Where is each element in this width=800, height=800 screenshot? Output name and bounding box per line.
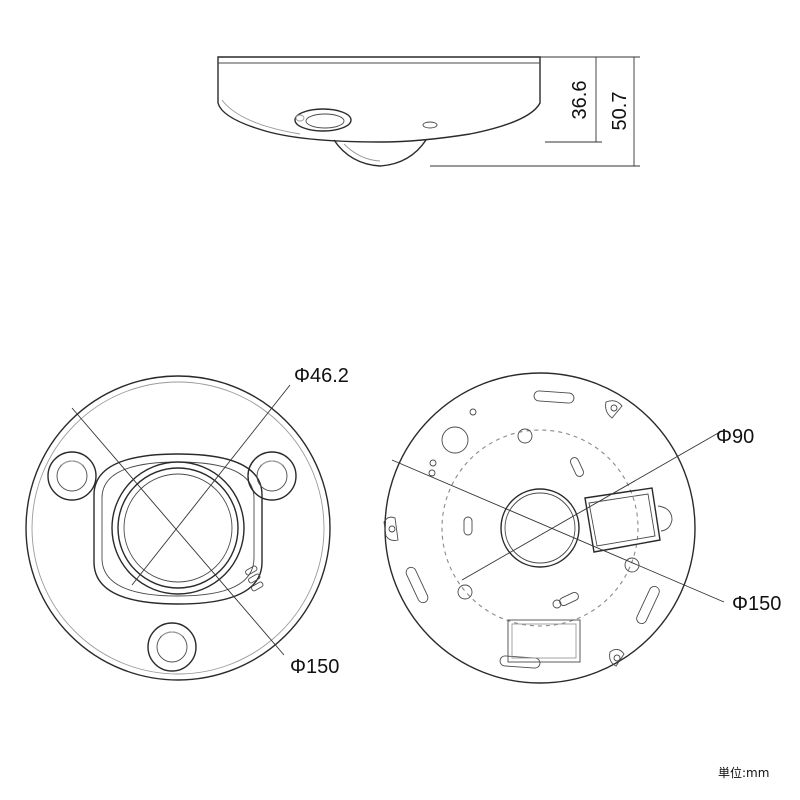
leader-line-lens bbox=[131, 384, 291, 586]
indicator-slots bbox=[245, 565, 264, 592]
unit-label: 単位:mm bbox=[718, 765, 769, 780]
leader-line-inner bbox=[461, 431, 721, 581]
side-view: 36.6 50.7 bbox=[217, 56, 640, 167]
screw-boss-bottom bbox=[147, 622, 197, 672]
dimension-height-body: 36.6 bbox=[569, 81, 591, 120]
dimension-back-inner-diameter: Φ90 bbox=[716, 426, 754, 448]
back-view: Φ90 Φ150 bbox=[383, 372, 781, 684]
front-view: Φ46.2 Φ150 bbox=[25, 365, 349, 681]
screw-boss-left bbox=[47, 451, 97, 501]
height-dimension-lines bbox=[430, 56, 640, 167]
leader-line-outer bbox=[71, 407, 285, 656]
screw-boss-right bbox=[247, 451, 297, 501]
connector-box bbox=[584, 487, 673, 553]
dimension-back-outer-diameter: Φ150 bbox=[732, 593, 781, 615]
side-lens-port bbox=[294, 108, 352, 132]
dimension-height-total: 50.7 bbox=[609, 92, 631, 131]
dimension-front-outer-diameter: Φ150 bbox=[290, 656, 339, 678]
leader-line-back-outer bbox=[391, 459, 725, 603]
dimension-front-lens-diameter: Φ46.2 bbox=[294, 365, 349, 387]
